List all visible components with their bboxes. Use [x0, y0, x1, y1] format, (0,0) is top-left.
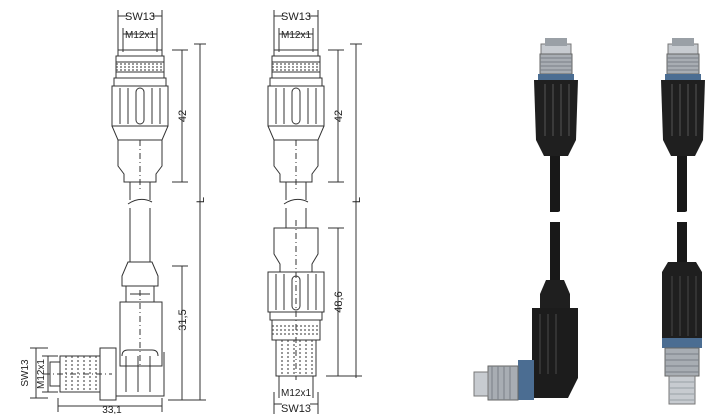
- middle-total-length: L: [351, 197, 363, 203]
- left-top-thread: M12x1: [125, 30, 155, 41]
- left-side-thread: M12x1: [36, 359, 47, 389]
- left-technical-drawing: [30, 10, 206, 412]
- left-top-length: 42: [177, 110, 189, 122]
- middle-drawing-labels: SW13 M12x1 42 L 48,6 M12x1 SW13: [281, 11, 363, 415]
- product-render-angled: [473, 38, 578, 401]
- middle-bottom-length: 48,6: [333, 291, 345, 312]
- left-drawing-labels: SW13 M12x1 42 L 31,5 SW13 M12x1 33,1: [20, 11, 207, 416]
- middle-technical-drawing: [267, 10, 362, 414]
- middle-top-wrench-size: SW13: [281, 11, 311, 23]
- left-total-length: L: [195, 197, 207, 203]
- middle-bottom-thread: M12x1: [281, 388, 311, 399]
- left-angled-width: 33,1: [102, 405, 122, 414]
- middle-top-thread: M12x1: [281, 30, 311, 41]
- product-render-straight: [661, 38, 705, 405]
- middle-top-length: 42: [333, 110, 345, 122]
- left-angled-length: 31,5: [177, 309, 189, 330]
- middle-bottom-wrench-size: SW13: [281, 403, 311, 414]
- left-top-wrench-size: SW13: [125, 11, 155, 23]
- left-side-wrench-size: SW13: [20, 359, 31, 387]
